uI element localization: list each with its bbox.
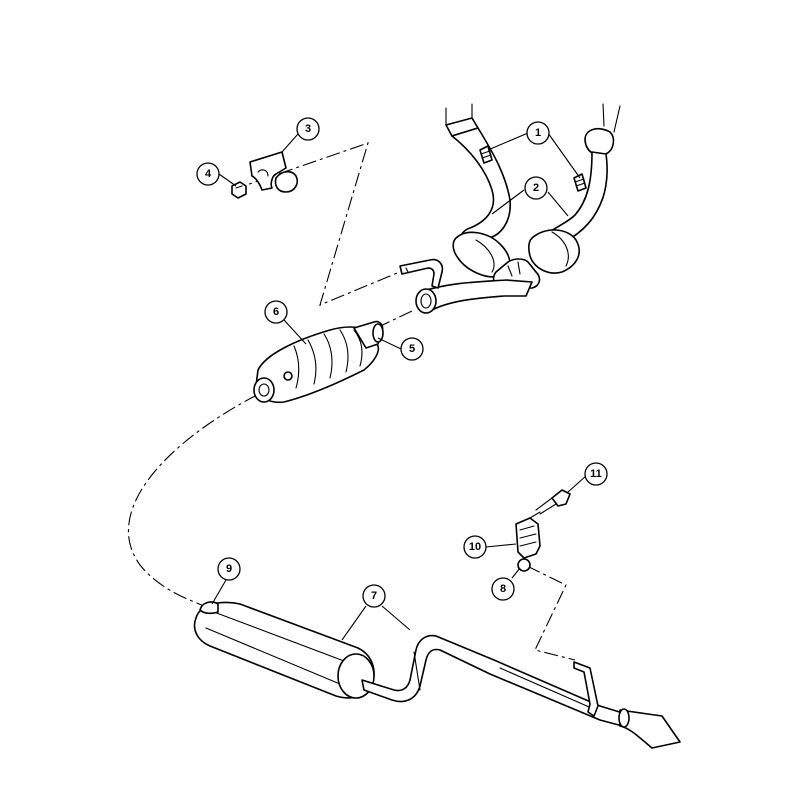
left-oxygen-sensor: [479, 145, 493, 164]
leader-1: [487, 132, 581, 179]
callout-9: 9: [217, 557, 241, 581]
leader-6: [283, 319, 307, 345]
callout-10-label: 10: [469, 541, 481, 553]
leader-8: [511, 567, 521, 579]
tailpipe-hanger-assembly: [515, 489, 571, 572]
right-manifold-flange: [584, 127, 615, 156]
callout-1: 1: [526, 121, 550, 145]
callout-3: 3: [296, 117, 320, 141]
hanger-grommet: [517, 558, 531, 572]
callout-5: 5: [400, 337, 424, 361]
callout-11-label: 11: [590, 468, 602, 480]
front-pipe-inlet: [415, 288, 437, 314]
leader-7: [341, 605, 411, 641]
routing-line-converter-to-muffler: [128, 394, 258, 607]
mini-catalytic-converters: [452, 229, 580, 291]
muffler-assembly: [193, 601, 681, 749]
callout-8-label: 8: [500, 583, 506, 595]
routing-line-bracket-to-pipe: [231, 142, 403, 306]
leader-2: [491, 189, 569, 217]
callout-2-label: 2: [533, 182, 539, 194]
callout-7: 7: [362, 584, 386, 608]
callout-8: 8: [491, 577, 515, 601]
callout-4: 4: [196, 162, 220, 186]
routing-line-hanger-to-tailpipe: [526, 565, 576, 661]
callout-6: 6: [264, 300, 288, 324]
leader-3: [281, 133, 299, 153]
converter-outlet: [253, 377, 275, 403]
callout-1-label: 1: [535, 127, 541, 139]
callout-2: 2: [524, 176, 548, 200]
leader-5: [377, 337, 402, 350]
leader-10: [485, 543, 517, 548]
callout-5-label: 5: [409, 343, 415, 355]
leader-4: [218, 173, 237, 187]
leader-11: [567, 475, 587, 493]
callout-3-label: 3: [305, 123, 311, 135]
leader-9: [211, 579, 227, 605]
callout-11: 11: [584, 462, 608, 486]
hanger-bracket: [249, 151, 299, 193]
catalytic-converter: [253, 320, 384, 404]
right-oxygen-sensor: [573, 173, 587, 192]
callout-9-label: 9: [226, 563, 232, 575]
hanger-bolt: [551, 489, 571, 507]
callout-6-label: 6: [273, 306, 279, 318]
callout-7-label: 7: [371, 590, 377, 602]
pipe-bracket-tube: [399, 258, 444, 289]
right-mini-converter: [527, 229, 580, 274]
callout-4-label: 4: [205, 168, 212, 180]
tailpipe-hanger-rod: [573, 661, 599, 717]
front-exhaust-pipe: [399, 258, 533, 314]
hanger-isolator: [515, 517, 541, 559]
callout-10: 10: [463, 535, 487, 559]
muffler-inlet-collar: [199, 601, 219, 615]
